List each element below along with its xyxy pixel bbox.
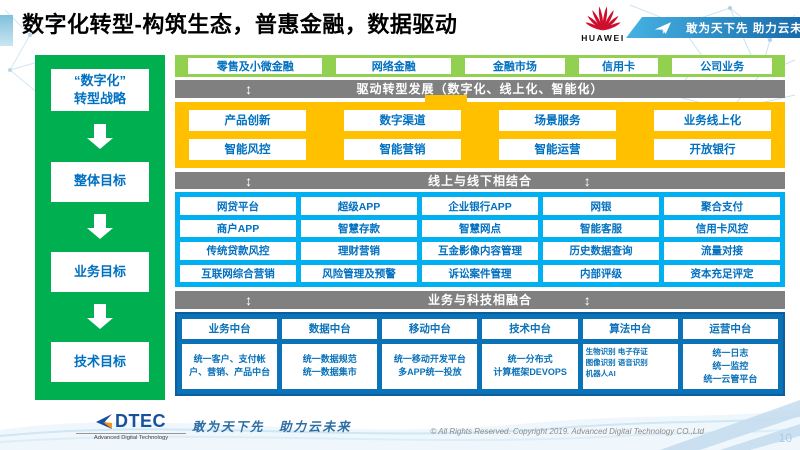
adtec-subtitle: Advanced Digital Technology	[76, 433, 186, 441]
platform-header: 移动中台	[382, 318, 478, 339]
flow-bar-label: 线上与线下相结合	[427, 173, 532, 188]
strategy-box: 技术目标	[51, 341, 149, 382]
transformation-row: 智能风控 智能营销 智能运营 开放银行	[189, 138, 771, 160]
platform-detail: 统一数据规范 统一数据集市	[282, 343, 378, 390]
platform-detail: 统一分布式 计算框架DEVOPS	[482, 343, 578, 390]
platform-detail: 统一移动开发平台 多APP统一投放	[382, 343, 478, 390]
flow-bar-drive-transform: ↕ 驱动转型发展（数字化、线上化、智能化） ↕	[175, 79, 785, 98]
platform-header: 算法中台	[582, 318, 678, 339]
strategy-box: 整体目标	[51, 161, 149, 202]
channel-box: 超级APP	[301, 197, 417, 215]
transform-box: 智能营销	[344, 138, 461, 160]
paper-plane-icon	[654, 21, 672, 34]
business-line-box: 信用卡	[578, 57, 659, 74]
slogan-text: 敢为天下先 助力云未来	[686, 22, 800, 35]
channel-box: 内部评级	[543, 264, 659, 282]
transform-box: 数字渠道	[344, 109, 461, 131]
transform-box: 开放银行	[654, 138, 771, 160]
huawei-wordmark: HUAWEI	[581, 33, 625, 43]
updown-arrow-icon: ↕	[583, 80, 592, 97]
adtec-arrow-icon	[96, 414, 112, 429]
platform-header: 业务中台	[182, 318, 278, 339]
down-arrow-icon	[87, 214, 113, 240]
channel-box: 互联网综合营销	[180, 264, 296, 282]
flow-bar-online-offline: ↕ 线上与线下相结合 ↕	[175, 171, 785, 190]
down-arrow-icon	[87, 123, 113, 149]
channel-box: 风险管理及预警	[301, 264, 417, 282]
channel-box: 网贷平台	[180, 197, 296, 215]
connector-tab	[425, 94, 468, 102]
channel-box: 诉讼案件管理	[422, 264, 538, 282]
middle-platform-layer: 业务中台 数据中台 移动中台 技术中台 算法中台 运营中台 统一客户、支付帐户、…	[175, 311, 785, 397]
page-number: 10	[778, 431, 792, 445]
channel-box: 网银	[543, 197, 659, 215]
business-line-box: 金融市场	[465, 57, 565, 74]
copyright-text: © All Rights Reserved. Copyright 2019. A…	[430, 427, 704, 436]
channel-box: 聚合支付	[664, 197, 780, 215]
platform-detail: 生物识别 电子存证 图像识别 语音识别 机器人AI	[582, 343, 678, 390]
channel-box: 智能客服	[543, 219, 659, 238]
channel-box: 商户APP	[180, 219, 296, 238]
adtec-logo: DTEC Advanced Digital Technology	[76, 411, 186, 441]
platform-header: 技术中台	[482, 318, 578, 339]
updown-arrow-icon: ↕	[245, 291, 254, 308]
page-title: 数字化转型-构筑生态，普惠金融，数据驱动	[22, 12, 458, 37]
platform-detail: 统一客户、支付帐户、营销、产品中台	[182, 343, 278, 390]
transform-box: 业务线上化	[654, 109, 771, 131]
transform-box: 智能风控	[189, 138, 306, 160]
transform-box: 场景服务	[499, 109, 616, 131]
flow-bar-label: 驱动转型发展（数字化、线上化、智能化）	[356, 82, 604, 97]
updown-arrow-icon: ↕	[583, 291, 592, 308]
channel-box: 信用卡风控	[664, 219, 780, 238]
channel-box: 资本充足评定	[664, 264, 780, 282]
channel-box: 流量对接	[664, 242, 780, 260]
strategy-box: “数字化” 转型战略	[51, 69, 149, 112]
transform-box: 产品创新	[189, 109, 306, 131]
slogan-banner: 敢为天下先 助力云未来	[626, 17, 800, 38]
business-line-box: 网络金融	[336, 57, 452, 74]
channel-box: 互金影像内容管理	[422, 242, 538, 260]
huawei-flower-icon	[585, 6, 621, 31]
channel-services-layer: 网贷平台 超级APP 企业银行APP 网银 聚合支付 商户APP 智慧存款 智慧…	[175, 192, 785, 287]
transformation-row: 产品创新 数字渠道 场景服务 业务线上化	[189, 109, 771, 131]
updown-arrow-icon: ↕	[245, 80, 254, 97]
channel-box: 历史数据查询	[543, 242, 659, 260]
flow-diagram: 零售及小微金融 网络金融 金融市场 信用卡 公司业务 ↕ 驱动转型发展（数字化、…	[175, 55, 785, 397]
transformation-layer: 产品创新 数字渠道 场景服务 业务线上化 智能风控 智能营销 智能运营 开放银行	[175, 94, 785, 168]
business-lines-row: 零售及小微金融 网络金融 金融市场 信用卡 公司业务	[175, 55, 785, 77]
down-arrow-icon	[87, 304, 113, 330]
huawei-logo: HUAWEI	[577, 3, 629, 43]
updown-arrow-icon: ↕	[245, 172, 254, 189]
footer-tagline: 敢为天下先 助力云未来	[192, 420, 352, 434]
flow-bar-label: 业务与科技相融合	[427, 293, 532, 308]
channel-box: 传统贷款风控	[180, 242, 296, 260]
channel-box: 理财营销	[301, 242, 417, 260]
transform-box: 智能运营	[499, 138, 616, 160]
platform-header: 数据中台	[282, 318, 378, 339]
title-accent-bar	[0, 15, 13, 46]
updown-arrow-icon: ↕	[583, 172, 592, 189]
business-line-box: 零售及小微金融	[188, 57, 323, 74]
channel-box: 智慧存款	[301, 219, 417, 238]
platform-header: 运营中台	[682, 318, 778, 339]
strategy-box: 业务目标	[51, 251, 149, 292]
business-line-box: 公司业务	[672, 57, 772, 74]
channel-box: 企业银行APP	[422, 197, 538, 215]
adtec-wordmark: DTEC	[115, 411, 166, 431]
platform-detail: 统一日志 统一监控 统一云管平台	[682, 343, 778, 390]
flow-bar-business-tech: ↕ 业务与科技相融合 ↕	[175, 290, 785, 309]
strategy-sidebar: “数字化” 转型战略 整体目标 业务目标 技术目标	[35, 55, 165, 400]
channel-box: 智慧网点	[422, 219, 538, 238]
